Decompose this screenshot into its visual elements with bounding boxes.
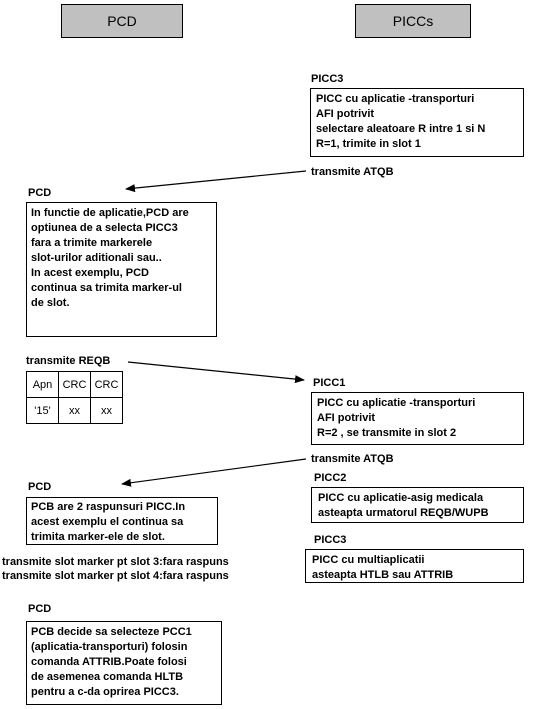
- pcd-2-line: acest exemplu el continua sa: [31, 516, 184, 528]
- pcd-decision-box-1: In functie de aplicatie,PCD are optiunea…: [26, 202, 217, 337]
- picc3-line: selectare aleatoare R intre 1 si N: [316, 123, 486, 135]
- picc3-box: PICC cu aplicatie -transporturi AFI potr…: [310, 88, 524, 157]
- picc2-label: PICC2: [314, 472, 347, 484]
- slot3-marker-text: transmite slot marker pt slot 3:fara ras…: [2, 556, 229, 568]
- pcd-1-line: In functie de aplicatie,PCD are: [31, 207, 189, 219]
- arrow-reqb-to-picc1: [127, 361, 305, 384]
- reqb-frame-table: Apn CRC CRC '15' xx xx: [26, 371, 123, 424]
- picc2-line: PICC cu aplicatie-asig medicala: [318, 492, 484, 504]
- picc2-line: asteapta urmatorul REQB/WUPB: [318, 507, 489, 519]
- pcd-3-line: comanda ATTRIB.Poate folosi: [31, 656, 187, 668]
- pcd-1-line: continua sa trimita marker-ul: [31, 282, 182, 294]
- pcd-label-1: PCD: [28, 187, 52, 199]
- slot4-marker-text: transmite slot marker pt slot 4:fara ras…: [2, 570, 229, 582]
- pcd-1-line: optiunea de a selecta PICC3: [31, 222, 178, 234]
- picc1-label: PICC1: [313, 377, 346, 389]
- picc1-line: AFI potrivit: [317, 412, 376, 424]
- picc3-line: PICC cu aplicatie -transporturi: [316, 93, 475, 105]
- pcd-3-line: (aplicatia-transporturi) folosin: [31, 641, 188, 653]
- arrow-atqb-to-pcd-2: [121, 458, 307, 487]
- picc1-line: PICC cu aplicatie -transporturi: [317, 397, 476, 409]
- picc3-2-line: asteapta HTLB sau ATTRIB: [312, 569, 454, 581]
- picc3-line: AFI potrivit: [316, 108, 375, 120]
- picc3-label-2: PICC3: [314, 534, 347, 546]
- pcd-label-2: PCD: [28, 481, 52, 493]
- pcd-3-line: PCB decide sa selecteze PCC1: [31, 626, 192, 638]
- frame-value-cell: xx: [90, 397, 123, 424]
- pcd-1-line: slot-urilor aditionali sau..: [31, 252, 162, 264]
- picc1-box: PICC cu aplicatie -transporturi AFI potr…: [311, 392, 524, 445]
- frame-header-cell: CRC: [58, 371, 91, 398]
- pcd-decision-box-2: PCB are 2 raspunsuri PICC.In acest exemp…: [26, 497, 218, 545]
- atqb-label-2: transmite ATQB: [311, 453, 394, 465]
- piccs-column-header: PICCs: [355, 4, 471, 38]
- frame-header-cell: CRC: [90, 371, 123, 398]
- pcd-3-line: pentru a c-da oprirea PICC3.: [31, 686, 179, 698]
- pcd-column-header: PCD: [61, 4, 183, 38]
- pcd-1-line: In acest exemplu, PCD: [31, 267, 149, 279]
- pcd-3-line: de asemenea comanda HLTB: [31, 671, 184, 683]
- picc1-line: R=2 , se transmite in slot 2: [317, 427, 457, 439]
- picc3-line: R=1, trimite in slot 1: [316, 138, 421, 150]
- pcd-2-line: trimita marker-ele de slot.: [31, 531, 165, 543]
- picc3-label: PICC3: [311, 73, 344, 85]
- atqb-label-1: transmite ATQB: [311, 166, 394, 178]
- frame-value-row: '15' xx xx: [26, 397, 123, 424]
- pcd-decision-box-3: PCB decide sa selecteze PCC1 (aplicatia-…: [26, 621, 222, 705]
- pcd-1-line: de slot.: [31, 297, 70, 309]
- picc2-box: PICC cu aplicatie-asig medicala asteapta…: [311, 487, 524, 523]
- picc3-box-2: PICC cu multiaplicatii asteapta HTLB sau…: [305, 549, 524, 583]
- frame-header-cell: Apn: [26, 371, 59, 398]
- frame-header-row: Apn CRC CRC: [26, 371, 123, 398]
- pcd-1-line: fara a trimite markerele: [31, 237, 153, 249]
- arrow-atqb-to-pcd-1: [125, 170, 307, 193]
- pcd-label-3: PCD: [28, 603, 52, 615]
- picc3-2-line: PICC cu multiaplicatii: [312, 554, 425, 566]
- pcd-2-line: PCB are 2 raspunsuri PICC.In: [31, 501, 186, 513]
- reqb-label: transmite REQB: [26, 355, 111, 367]
